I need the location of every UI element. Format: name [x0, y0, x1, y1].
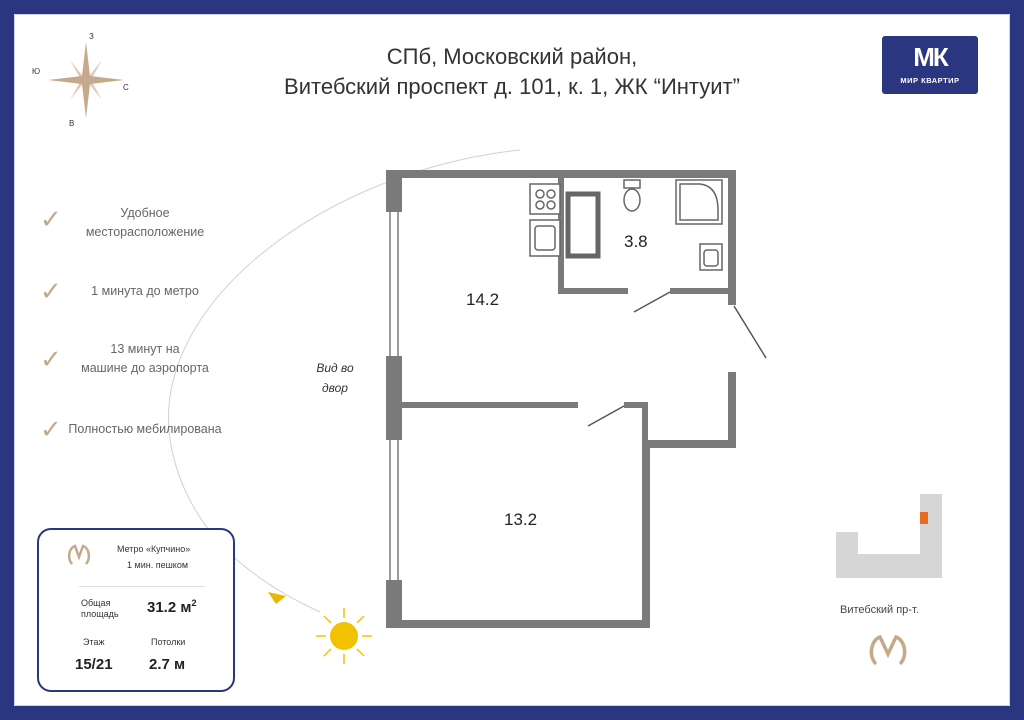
total-area-value: 31.2 м2	[147, 598, 196, 616]
ceiling-label: Потолки	[151, 637, 186, 647]
sun-icon	[316, 608, 372, 664]
room-bathroom-area: 3.8	[624, 232, 648, 251]
check-icon: ✓	[40, 204, 62, 234]
logo-mark: МК	[913, 42, 949, 72]
feature-location: Удобное месторасположение	[40, 204, 250, 242]
walls	[386, 170, 736, 628]
bathroom-fixtures	[623, 179, 723, 271]
kitchen-fixtures	[529, 183, 601, 259]
compass-north-label: З	[89, 32, 94, 41]
view-label: Вид во двор	[310, 358, 360, 398]
feature-airport-line2: машине до аэропорта	[81, 361, 209, 375]
doors	[587, 291, 767, 427]
room-living-area: 14.2	[466, 290, 500, 309]
view-label-line2: двор	[322, 381, 348, 395]
inner-border	[14, 14, 1010, 706]
compass-west-label: Ю	[32, 67, 41, 76]
info-card: Метро «Купчино» 1 мин. пешком Общая площ…	[37, 528, 235, 692]
total-area-label: Общая площадь	[81, 598, 119, 619]
floor-label: Этаж	[83, 637, 105, 647]
divider	[79, 586, 205, 587]
ceiling-value: 2.7 м	[149, 656, 186, 673]
compass-east-label: С	[123, 83, 129, 92]
compass-rose-icon	[48, 42, 124, 118]
logo-text: МИР КВАРТИР	[900, 76, 960, 85]
feature-metro: 1 минута до метро	[40, 282, 250, 301]
building-location-map	[836, 494, 942, 578]
metro-walk-time: 1 мин. пешком	[127, 560, 189, 570]
check-icon: ✓	[40, 414, 62, 444]
feature-airport-line1: 13 минут на	[110, 342, 180, 356]
feature-metro-line1: 1 минута до метро	[91, 284, 199, 298]
metro-station-name: Метро «Купчино»	[117, 544, 191, 554]
company-logo[interactable]: МК МИР КВАРТИР	[882, 36, 978, 94]
feature-furnished: Полностью мебилирована	[40, 420, 250, 439]
check-icon: ✓	[40, 276, 62, 306]
address-line-1: СПб, Московский район,	[386, 44, 638, 69]
view-label-line1: Вид во	[316, 361, 354, 375]
address-line-2: Витебский проспект д. 101, к. 1, ЖК “Инт…	[284, 74, 740, 99]
floor-value: 15/21	[75, 656, 113, 673]
total-area-number: 31.2 м	[147, 599, 192, 616]
apartment-location-marker	[920, 512, 928, 524]
metro-icon	[869, 634, 907, 666]
street-label: Витебский пр-т.	[840, 604, 919, 616]
room-bedroom-area: 13.2	[504, 510, 538, 529]
feature-furnished-line1: Полностью мебилирована	[68, 422, 222, 436]
feature-airport: 13 минут на машине до аэропорта	[40, 340, 250, 378]
feature-location-line2: месторасположение	[85, 225, 205, 239]
check-icon: ✓	[40, 344, 62, 374]
total-area-unit-sup: 2	[191, 598, 197, 608]
metro-icon	[67, 544, 91, 565]
windows	[389, 212, 399, 580]
feature-location-line1: Удобное	[120, 206, 170, 220]
compass-south-label: В	[69, 119, 75, 128]
